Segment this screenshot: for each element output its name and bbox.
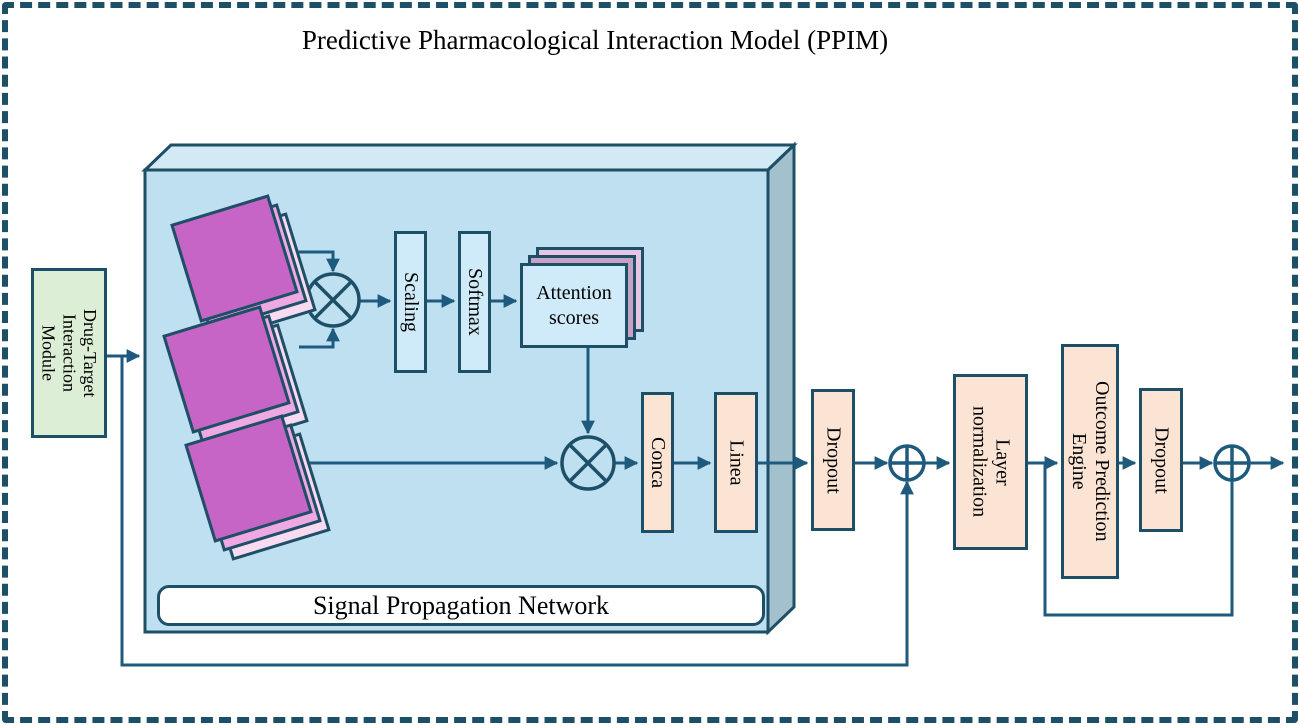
linear-label: Linea xyxy=(725,439,748,486)
concat-box: Conca xyxy=(641,392,674,533)
softmax-box: Softmax xyxy=(458,231,491,373)
outcome-prediction-engine-box: Outcome Prediction Engine xyxy=(1061,344,1119,579)
network-box-right-face xyxy=(766,141,796,636)
dropout-box-2: Dropout xyxy=(1139,388,1183,532)
multiply-operator-icon-1 xyxy=(305,272,361,328)
dropout-2-label: Dropout xyxy=(1150,426,1173,494)
arrow-key-to-multiply xyxy=(299,327,340,349)
concat-label: Conca xyxy=(647,436,669,489)
attention-scores-label: Attention scores xyxy=(536,281,612,329)
signal-propagation-network-label-box: Signal Propagation Network xyxy=(157,585,765,626)
scaling-box: Scaling xyxy=(394,231,427,373)
layer-normalization-box: Layer normalization xyxy=(953,374,1028,550)
layer-normalization-label: Layer normalization xyxy=(968,406,1014,518)
diagram-title: Predictive Pharmacological Interaction M… xyxy=(301,25,889,55)
dropout-box-1: Dropout xyxy=(811,389,855,531)
multiply-operator-icon-2 xyxy=(560,435,616,491)
residual-skip-line-2 xyxy=(1043,463,1234,617)
softmax-label: Softmax xyxy=(464,268,486,336)
linear-box: Linea xyxy=(714,392,758,533)
network-box-top-face xyxy=(141,143,798,172)
outcome-prediction-engine-label: Outcome Prediction Engine xyxy=(1068,381,1113,542)
scaling-label: Scaling xyxy=(400,272,422,332)
attention-scores-box: Attention scores xyxy=(520,263,628,348)
dropout-1-label: Dropout xyxy=(822,426,845,494)
drug-target-interaction-module-label: Drug-Target Interaction Module xyxy=(38,308,101,398)
add-operator-icon-1 xyxy=(888,444,926,482)
residual-skip-line-1 xyxy=(120,356,914,667)
drug-target-interaction-module-box: Drug-Target Interaction Module xyxy=(31,268,107,438)
arrow-query-to-multiply xyxy=(297,250,340,273)
signal-propagation-network-label: Signal Propagation Network xyxy=(312,590,610,620)
add-operator-icon-2 xyxy=(1213,444,1251,482)
